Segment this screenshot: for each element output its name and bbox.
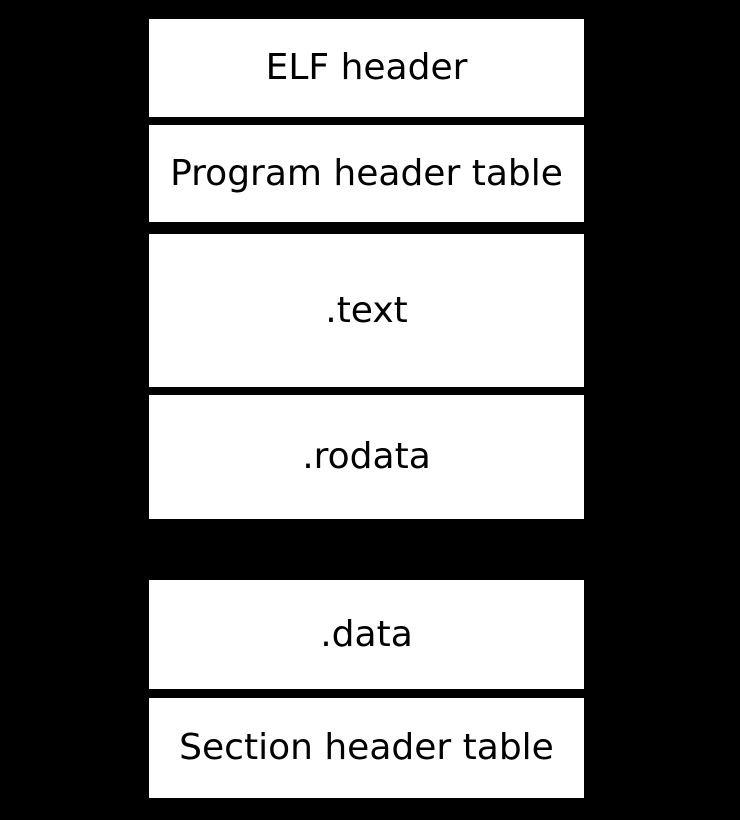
text-section-box: .text bbox=[149, 234, 584, 387]
data-section-label: .data bbox=[320, 613, 413, 655]
elf-header-box: ELF header bbox=[149, 19, 584, 117]
section-header-table-label: Section header table bbox=[179, 727, 554, 768]
program-header-table-label: Program header table bbox=[170, 152, 563, 194]
text-section-label: .text bbox=[325, 289, 408, 331]
rodata-section-label: .rodata bbox=[302, 436, 431, 477]
program-header-table-box: Program header table bbox=[149, 125, 584, 222]
data-section-box: .data bbox=[149, 580, 584, 689]
elf-header-label: ELF header bbox=[265, 47, 468, 88]
rodata-section-box: .rodata bbox=[149, 395, 584, 519]
section-header-table-box: Section header table bbox=[149, 698, 584, 798]
